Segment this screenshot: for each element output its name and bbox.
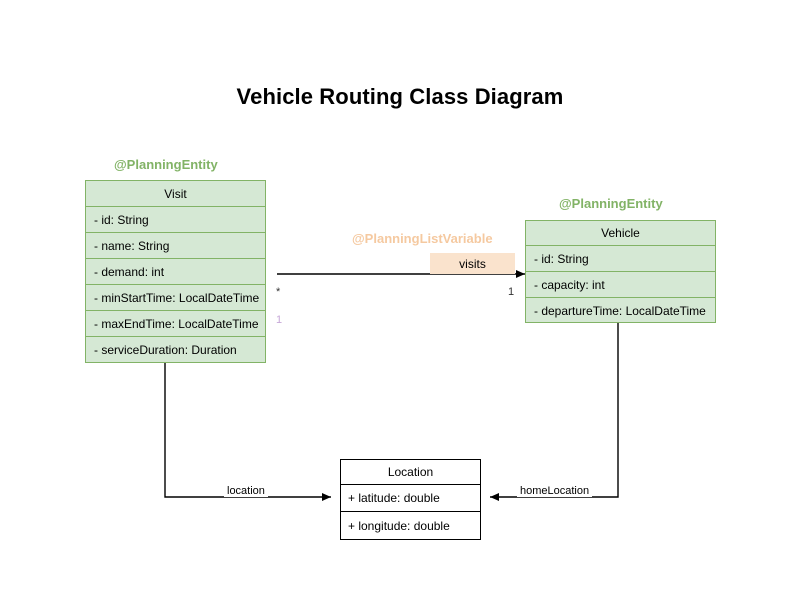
class-attribute: - id: String (526, 246, 715, 272)
class-name-vehicle: Vehicle (526, 221, 715, 246)
association-label-home-location: homeLocation (517, 485, 593, 497)
class-name-visit: Visit (86, 181, 265, 207)
class-attribute: - id: String (86, 207, 265, 233)
class-attribute: - demand: int (86, 259, 265, 285)
annotation-vehicle-planning-entity: @PlanningEntity (559, 196, 663, 211)
multiplicity-visit-one: 1 (276, 314, 283, 326)
class-attribute: - name: String (86, 233, 265, 259)
class-name-location: Location (341, 460, 480, 485)
class-attribute: - capacity: int (526, 272, 715, 298)
association-label-location: location (224, 485, 268, 497)
class-attribute: - departureTime: LocalDateTime (534, 304, 706, 318)
class-attribute: + longitude: double (348, 518, 450, 533)
class-attribute: + latitude: double (341, 485, 480, 512)
class-attribute: - maxEndTime: LocalDateTime (86, 311, 265, 337)
class-attribute: - minStartTime: LocalDateTime (86, 285, 265, 311)
uml-class-vehicle[interactable]: Vehicle - id: String - capacity: int - d… (525, 220, 716, 323)
multiplicity-vehicle-one: 1 (508, 286, 515, 298)
edge-vehicle-home-location (490, 323, 619, 501)
multiplicity-visit-many: * (276, 286, 281, 298)
uml-class-location[interactable]: Location + latitude: double + longitude:… (340, 459, 481, 540)
annotation-planning-list-variable: @PlanningListVariable (352, 231, 493, 246)
edge-visit-location (164, 363, 331, 501)
class-attribute: - serviceDuration: Duration (94, 343, 237, 357)
uml-class-visit[interactable]: Visit - id: String - name: String - dema… (85, 180, 266, 363)
annotation-visit-planning-entity: @PlanningEntity (114, 157, 218, 172)
association-label-visits: visits (430, 253, 515, 274)
page-title: Vehicle Routing Class Diagram (236, 84, 564, 109)
